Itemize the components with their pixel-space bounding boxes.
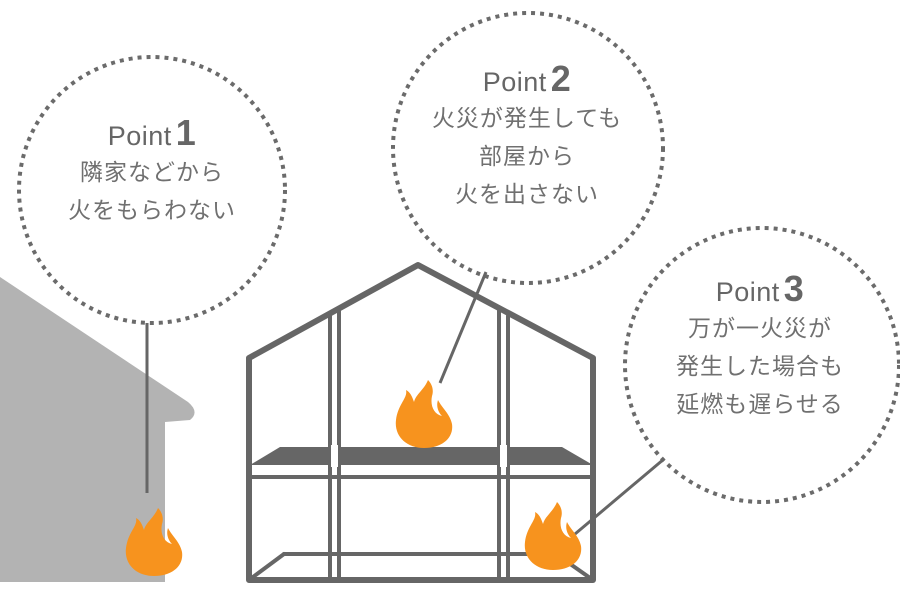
point-number: 3 bbox=[783, 268, 805, 309]
point-1-text-line: 火をもらわない bbox=[68, 198, 236, 224]
point-2-text-line: 火災が発生しても bbox=[431, 106, 623, 132]
point-1-circle bbox=[17, 55, 287, 325]
flame-icon bbox=[524, 502, 582, 570]
point-2-leader bbox=[438, 271, 488, 384]
point-number: 1 bbox=[175, 112, 197, 153]
point-label: Point bbox=[482, 67, 547, 97]
house-frame-icon bbox=[246, 262, 596, 583]
point-number: 2 bbox=[550, 58, 572, 99]
point-3-leader bbox=[574, 457, 665, 536]
point-3-circle bbox=[623, 226, 900, 504]
point-1-text-line: 隣家などから bbox=[80, 160, 224, 186]
neighbor-house-icon bbox=[0, 277, 195, 582]
point-3-text-line: 発生した場合も bbox=[676, 354, 844, 380]
point-label: Point bbox=[107, 121, 172, 151]
flame-icon bbox=[395, 380, 453, 448]
point-3-text-line: 万が一火災が bbox=[688, 316, 832, 342]
point-3-text-line: 延燃も遅らせる bbox=[676, 392, 844, 418]
point-2-text-line: 部屋から bbox=[479, 144, 575, 170]
floor-slab bbox=[250, 447, 593, 465]
point-2-circle bbox=[391, 11, 665, 285]
point-2-text-line: 火を出さない bbox=[455, 182, 599, 208]
point-label: Point bbox=[715, 277, 780, 307]
